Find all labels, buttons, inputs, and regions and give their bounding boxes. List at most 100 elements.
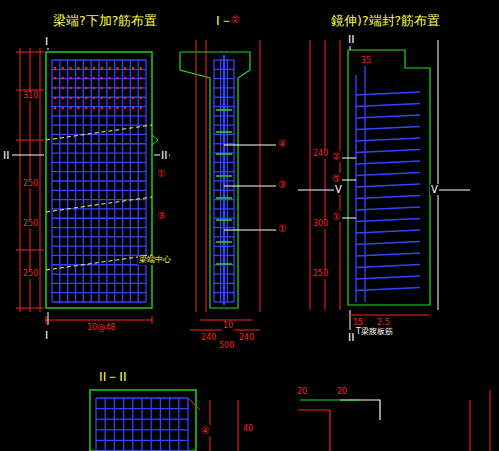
drawing-line — [200, 320, 252, 321]
dimension-label: 310 — [22, 92, 39, 101]
rebar-dot — [62, 67, 64, 69]
drawing-line — [12, 155, 44, 156]
rebar-dot — [77, 97, 79, 99]
rebar-dot — [108, 87, 110, 89]
dimension-label: 10 — [222, 322, 234, 331]
drawing-line — [300, 400, 360, 401]
drawing-line — [438, 40, 439, 310]
section-mark: 梁端中心 — [138, 256, 172, 265]
rebar-dot — [132, 87, 134, 89]
drawing-line — [490, 390, 491, 451]
rebar-dot — [108, 107, 110, 109]
drawing-line — [52, 255, 146, 256]
dimension-label: 2.5 — [376, 319, 391, 328]
drawing-line — [224, 186, 276, 187]
drawing-line — [46, 320, 152, 321]
drawing-line — [342, 180, 356, 181]
drawing-line — [52, 69, 146, 70]
drawing-line — [160, 398, 161, 451]
drawing-line — [216, 219, 232, 221]
drawing-line — [96, 408, 188, 409]
drawing-line — [152, 140, 158, 145]
drawing-line — [342, 218, 356, 219]
drawing-line — [342, 158, 356, 159]
view-title: 鏡伸)?端封?筋布置 — [330, 14, 441, 28]
dimension-label: 240 — [312, 150, 329, 159]
rebar-dot — [54, 77, 56, 79]
dimension-label: 250 — [312, 270, 329, 279]
rebar-dot — [140, 87, 142, 89]
rebar-dot — [69, 107, 71, 109]
rebar-dot — [85, 97, 87, 99]
dimension-label: ⑤ — [331, 173, 342, 184]
drawing-line — [52, 227, 146, 228]
drawing-line — [52, 143, 146, 144]
rebar-dot — [132, 67, 134, 69]
drawing-line — [40, 48, 41, 312]
drawing-line — [187, 398, 188, 451]
drawing-line — [223, 55, 225, 305]
drawing-line — [52, 125, 146, 126]
rebar-dot — [140, 77, 142, 79]
drawing-line — [95, 398, 96, 451]
drawing-line — [52, 292, 146, 293]
rebar-dot — [54, 97, 56, 99]
drawing-line — [96, 397, 188, 398]
rebar-dot — [108, 67, 110, 69]
section-mark: V — [430, 184, 439, 195]
rebar-dot — [93, 67, 95, 69]
rebar-dot — [69, 77, 71, 79]
drawing-line — [96, 440, 188, 441]
drawing-line — [470, 400, 471, 451]
dimension-label: ② — [230, 14, 241, 25]
rebar-dot — [77, 67, 79, 69]
drawing-line — [96, 419, 188, 420]
rebar-dot — [93, 97, 95, 99]
dimension-label: ② — [331, 151, 342, 162]
drawing-line — [46, 255, 152, 270]
drawing-line — [216, 131, 232, 133]
rebar-dot — [140, 67, 142, 69]
drawing-line — [20, 48, 21, 312]
rebar-dot — [77, 77, 79, 79]
rebar-dot — [116, 87, 118, 89]
rebar-dot — [93, 77, 95, 79]
outline — [46, 52, 152, 308]
drawing-line — [52, 283, 146, 284]
dimension-label: ④ — [277, 138, 288, 149]
dimension-label: 250 — [22, 180, 39, 189]
drawing-line — [96, 450, 188, 451]
drawing-line — [96, 429, 188, 430]
rebar-dot — [132, 77, 134, 79]
rebar-dot — [101, 97, 103, 99]
drawing-line — [52, 162, 146, 163]
drawing-line — [216, 153, 232, 155]
rebar-dot — [85, 77, 87, 79]
drawing-line — [52, 106, 146, 107]
section-mark: V — [334, 184, 343, 195]
rebar-dot — [101, 77, 103, 79]
rebar-dot — [77, 87, 79, 89]
section-mark: II — [160, 150, 169, 162]
rebar-dot — [140, 107, 142, 109]
drawing-line — [152, 135, 158, 140]
drawing-line — [152, 316, 153, 324]
drawing-line — [16, 250, 44, 251]
rebar-dot — [132, 97, 134, 99]
rebar-dot — [54, 67, 56, 69]
outline — [348, 50, 430, 305]
drawing-line — [348, 315, 430, 316]
rebar-dot — [85, 107, 87, 109]
rebar-dot — [62, 107, 64, 109]
rebar-dot — [116, 107, 118, 109]
rebar-dot — [116, 67, 118, 69]
drawing-line — [178, 398, 179, 451]
drawing-line — [48, 312, 49, 325]
rebar-dot — [108, 77, 110, 79]
rebar-dot — [124, 77, 126, 79]
drawing-line — [52, 134, 146, 135]
outline — [90, 390, 196, 451]
drawing-line — [16, 52, 44, 53]
drawing-line — [216, 109, 232, 111]
